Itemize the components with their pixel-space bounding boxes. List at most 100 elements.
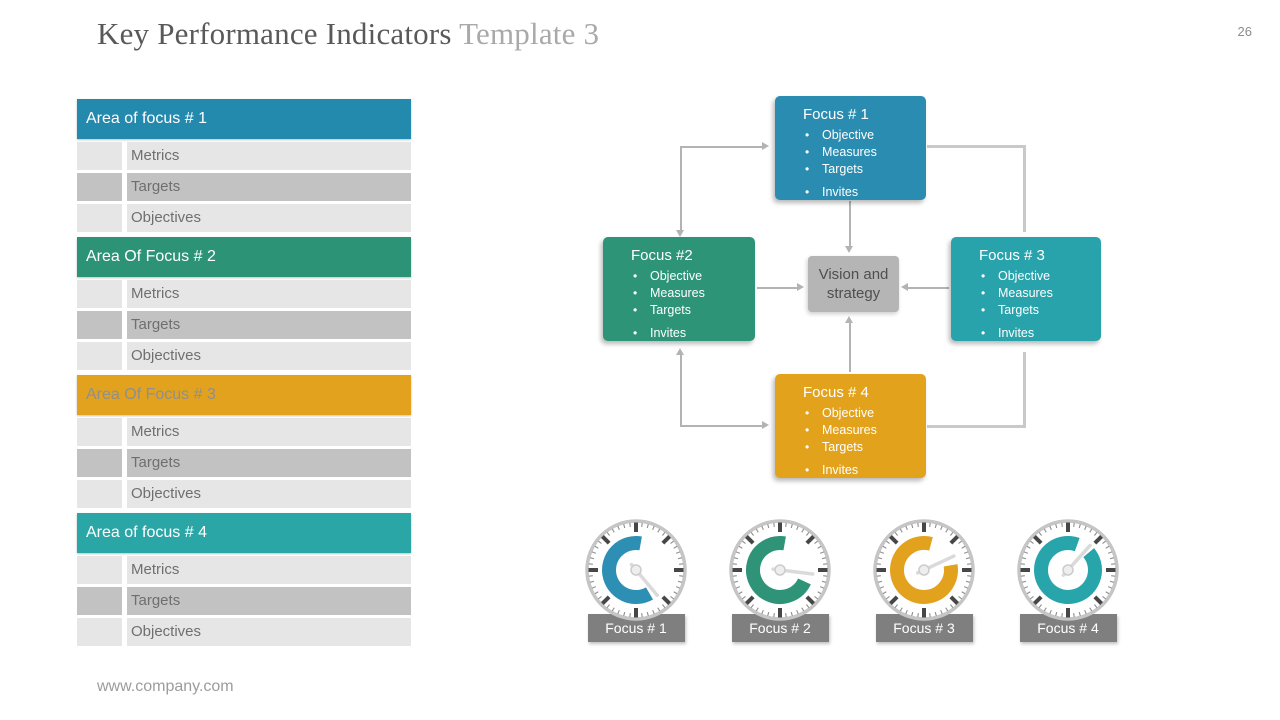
arrowhead-up-icon xyxy=(676,348,684,355)
page-number: 26 xyxy=(1237,24,1252,39)
bullet-item: Invites xyxy=(631,325,749,341)
row-label: Metrics xyxy=(127,142,411,170)
table-row: Objectives xyxy=(77,204,411,232)
gauge-focus3: Focus # 3 xyxy=(871,517,977,642)
kpi-table: Area of focus # 1 Metrics Targets Object… xyxy=(77,99,411,646)
bullet-item: Objective xyxy=(803,127,920,143)
arrowhead-down-icon xyxy=(676,230,684,237)
arrow-from-focus1 xyxy=(849,201,851,247)
row-stub xyxy=(77,342,122,370)
table-row: Metrics xyxy=(77,556,411,584)
gauge-row: Focus # 1 Focus # 2 Focus # 3 Focus # 4 xyxy=(583,517,1121,642)
table-row: Metrics xyxy=(77,418,411,446)
arrowhead-down-icon xyxy=(845,246,853,253)
section-header-3: Area Of Focus # 3 xyxy=(77,375,411,415)
table-row: Objectives xyxy=(77,480,411,508)
focus3-title: Focus # 3 xyxy=(979,247,1045,264)
arrowhead-up-icon xyxy=(845,316,853,323)
arrow-from-focus4 xyxy=(849,323,851,372)
row-label: Targets xyxy=(127,173,411,201)
connector-bottom-right-vertical xyxy=(1023,352,1026,428)
arrowhead-right-icon xyxy=(762,421,769,429)
row-label: Objectives xyxy=(127,342,411,370)
table-row: Targets xyxy=(77,449,411,477)
section-header-2: Area Of Focus # 2 xyxy=(77,237,411,277)
bullet-item: Targets xyxy=(803,439,920,455)
row-stub xyxy=(77,556,122,584)
bullet-item: Targets xyxy=(803,161,920,177)
bullet-item: Targets xyxy=(979,302,1095,318)
connector-top-left-vertical xyxy=(680,146,682,232)
page-title: Key Performance Indicators Template 3 xyxy=(97,16,599,52)
row-stub xyxy=(77,449,122,477)
connector-top-left-horizontal xyxy=(681,146,763,148)
bullet-item: Invites xyxy=(979,325,1095,341)
table-row: Targets xyxy=(77,311,411,339)
focus4-box: Focus # 4 Objective Measures Targets Inv… xyxy=(775,374,926,478)
row-label: Targets xyxy=(127,449,411,477)
gauge-dial-icon xyxy=(729,519,831,621)
gauge-focus1: Focus # 1 xyxy=(583,517,689,642)
section-header-1: Area of focus # 1 xyxy=(77,99,411,139)
gauge-label: Focus # 2 xyxy=(731,614,829,642)
table-row: Targets xyxy=(77,587,411,615)
connector-top-right-horizontal xyxy=(927,145,1026,148)
arrowhead-left-icon xyxy=(901,283,908,291)
gauge-focus4: Focus # 4 xyxy=(1015,517,1121,642)
bullet-item: Objective xyxy=(631,268,749,284)
table-row: Metrics xyxy=(77,142,411,170)
row-stub xyxy=(77,618,122,646)
table-row: Objectives xyxy=(77,618,411,646)
row-stub xyxy=(77,480,122,508)
company-url: www.company.com xyxy=(97,678,234,695)
bullet-item: Objective xyxy=(979,268,1095,284)
row-stub xyxy=(77,142,122,170)
connector-bottom-left-vertical xyxy=(680,355,682,427)
row-stub xyxy=(77,204,122,232)
row-label: Metrics xyxy=(127,418,411,446)
gauge-focus2: Focus # 2 xyxy=(727,517,833,642)
page-title-accent: Template 3 xyxy=(459,16,600,51)
row-label: Objectives xyxy=(127,618,411,646)
focus3-box: Focus # 3 Objective Measures Targets Inv… xyxy=(951,237,1101,341)
row-label: Metrics xyxy=(127,556,411,584)
bullet-item: Measures xyxy=(803,144,920,160)
bullet-item: Measures xyxy=(631,285,749,301)
row-label: Objectives xyxy=(127,204,411,232)
row-label: Objectives xyxy=(127,480,411,508)
focus2-box: Focus #2 Objective Measures Targets Invi… xyxy=(603,237,755,341)
gauge-dial-icon xyxy=(873,519,975,621)
connector-bottom-left-horizontal xyxy=(681,425,763,427)
arrowhead-right-icon xyxy=(797,283,804,291)
row-stub xyxy=(77,311,122,339)
gauge-dial-icon xyxy=(1017,519,1119,621)
row-label: Targets xyxy=(127,587,411,615)
focus4-title: Focus # 4 xyxy=(803,384,869,401)
table-row: Metrics xyxy=(77,280,411,308)
page-title-main: Key Performance Indicators xyxy=(97,16,452,51)
bullet-item: Targets xyxy=(631,302,749,318)
focus1-title: Focus # 1 xyxy=(803,106,869,123)
gauge-dial-icon xyxy=(585,519,687,621)
bullet-item: Measures xyxy=(979,285,1095,301)
focus1-box: Focus # 1 Objective Measures Targets Inv… xyxy=(775,96,926,200)
row-stub xyxy=(77,280,122,308)
bullet-item: Measures xyxy=(803,422,920,438)
table-row: Objectives xyxy=(77,342,411,370)
arrowhead-right-icon xyxy=(762,142,769,150)
bullet-item: Objective xyxy=(803,405,920,421)
arrow-from-focus2 xyxy=(757,287,798,289)
arrow-from-focus3 xyxy=(908,287,949,289)
vision-strategy-box: Vision and strategy xyxy=(808,256,899,312)
focus2-title: Focus #2 xyxy=(631,247,693,264)
section-header-4: Area of focus # 4 xyxy=(77,513,411,553)
table-row: Targets xyxy=(77,173,411,201)
connector-bottom-right-horizontal xyxy=(927,425,1026,428)
row-stub xyxy=(77,587,122,615)
row-label: Metrics xyxy=(127,280,411,308)
bullet-item: Invites xyxy=(803,184,920,200)
row-label: Targets xyxy=(127,311,411,339)
bullet-item: Invites xyxy=(803,462,920,478)
connector-top-right-vertical xyxy=(1023,145,1026,232)
